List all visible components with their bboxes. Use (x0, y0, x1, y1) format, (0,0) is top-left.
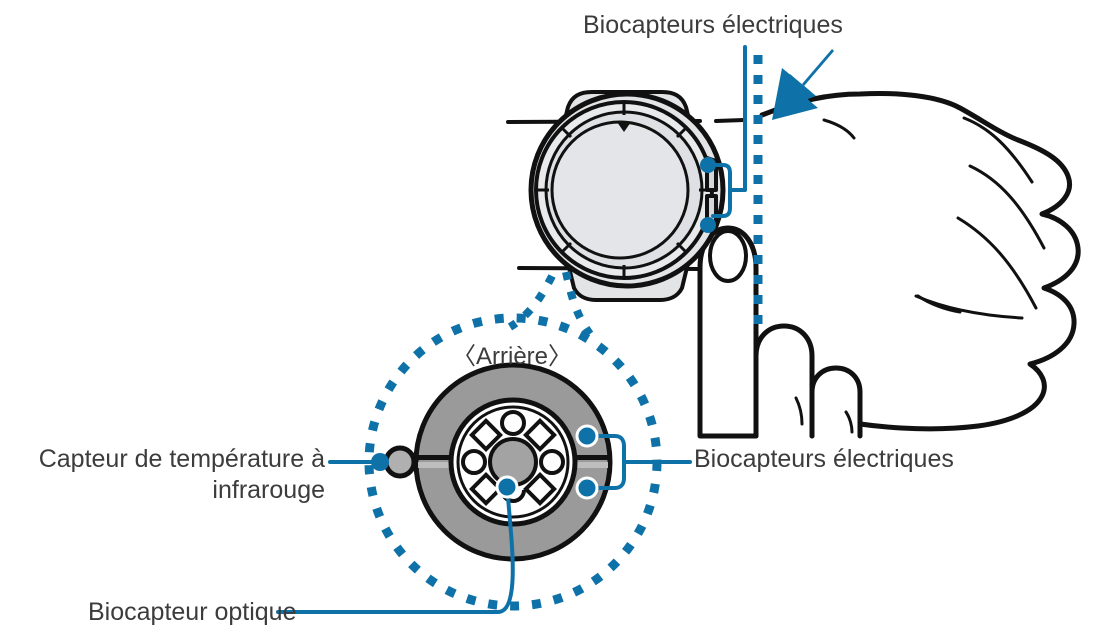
fingernail (708, 229, 748, 283)
optical-sensor-array (448, 397, 578, 527)
hand-fist (757, 91, 1081, 432)
label-electrical-biosensors-top: Biocapteurs électriques (583, 11, 843, 39)
label-magnifier-caption: 〈Arrière〉 (452, 343, 573, 370)
callout-line-electrical-top (711, 45, 747, 218)
magnifier-connector-dotted (507, 271, 594, 337)
label-infrared-temperature-sensor: Capteur de température à infrarouge (38, 445, 325, 504)
finger-crease-lines (794, 396, 854, 434)
hand-knuckle-lines (822, 116, 1046, 320)
temperature-sensor-dot (383, 445, 417, 479)
label-electrical-biosensors-back: Biocapteurs électriques (694, 445, 954, 473)
watch-12-marker (617, 122, 631, 132)
callout-line-electrical-back (590, 434, 692, 490)
direction-arrow-icon (772, 46, 836, 120)
callout-dot-electrical-top-2 (700, 217, 716, 233)
callout-dot-electrical-back-2 (575, 476, 599, 500)
callout-dot-temperature (371, 453, 389, 471)
callout-dot-electrical-back-1 (575, 424, 599, 448)
label-optical-biosensor: Biocapteur optique (88, 598, 297, 626)
watch-case (528, 91, 726, 289)
callout-line-optical (276, 494, 515, 614)
callout-dot-electrical-top-1 (700, 157, 716, 173)
callout-dot-optical (495, 475, 519, 499)
